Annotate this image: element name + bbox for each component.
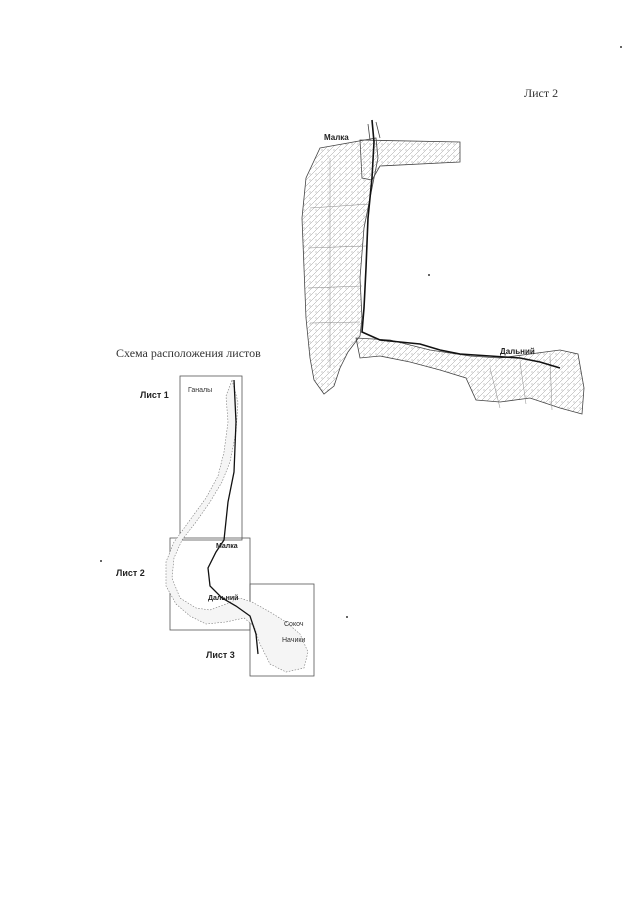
scheme-place-ganaly: Ганалы [188,387,212,394]
scheme-map-svg: Лист 1 Лист 2 Лист 3 Ганалы Малка Дальни… [116,375,315,677]
sheet-number: Лист 2 [524,86,559,100]
main-map: Малка Дальний [290,118,590,418]
sheet2-label: Лист 2 [116,568,145,578]
river-line [361,119,561,369]
scheme-title: Схема расположения листов [116,346,261,360]
scheme-river [207,379,259,655]
place-label-dalniy: Дальний [500,347,535,356]
scheme-territory [165,379,309,673]
scan-speck [346,616,348,618]
sheet1-frame [179,375,243,541]
scan-speck [100,560,102,562]
scan-speck [620,46,622,48]
sheet3-label: Лист 3 [206,650,235,660]
scheme-map: Лист 1 Лист 2 Лист 3 Ганалы Малка Дальни… [110,372,330,682]
sheet3-frame [249,583,315,677]
main-map-svg: Малка Дальний [301,119,585,415]
scheme-place-nachiki: Начики [282,637,305,644]
territory-west-strip [301,137,379,395]
scheme-place-sokoch: Сокоч [284,621,304,628]
territory-river-corridor [355,337,585,415]
sheet1-label: Лист 1 [140,390,169,400]
place-label-malka: Малка [324,133,349,142]
scan-speck [428,274,430,276]
scheme-place-dalniy: Дальний [208,594,238,602]
scheme-place-malka: Малка [216,543,238,550]
